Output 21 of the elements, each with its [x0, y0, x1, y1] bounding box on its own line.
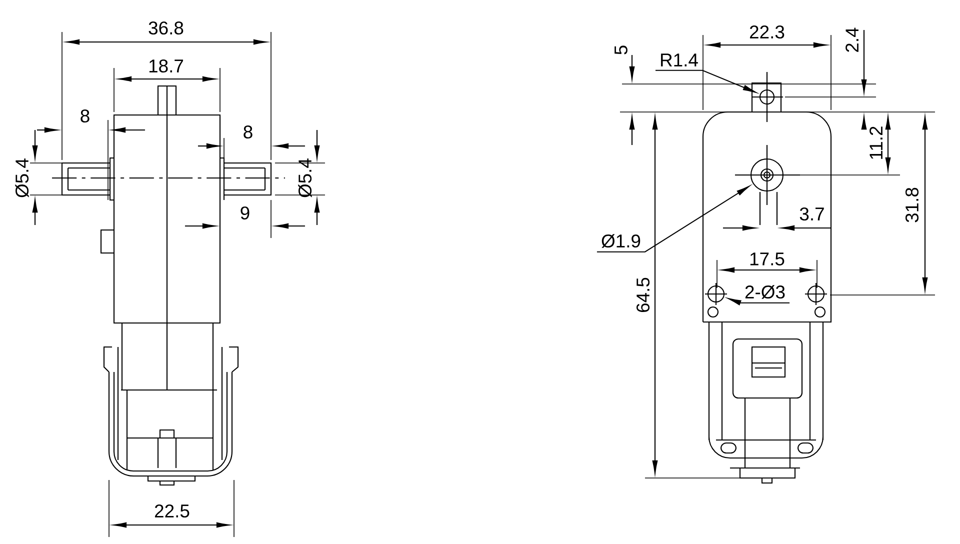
dimension-text: 5 [614, 46, 628, 54]
dimension-text: 3.7 [800, 207, 824, 221]
dimension-text: 36.8 [148, 21, 184, 35]
dimension-text: 9 [240, 206, 250, 220]
dimension-text: 8 [80, 109, 90, 123]
dimension-text: 31.8 [905, 188, 919, 222]
callout-label: 2-Ø3 [745, 285, 785, 299]
dimension-text: 2.4 [846, 28, 858, 52]
hole-circle [750, 158, 784, 192]
hole-circle [707, 285, 725, 303]
dimension-text: 22.3 [750, 25, 784, 39]
dimension-text: Ø5.4 [298, 158, 312, 198]
dimension-text: Ø5.4 [15, 158, 29, 198]
dimension-text: 64.5 [636, 278, 650, 312]
dimension-text: 17.5 [750, 252, 784, 266]
dimension-text: 18.7 [149, 59, 184, 73]
dimension-text: 11.2 [870, 126, 882, 159]
hole-circle [759, 89, 775, 105]
callout-label: R1.4 [661, 54, 698, 66]
dimension-text: 8 [244, 125, 252, 139]
dimension-text: 22.5 [155, 504, 190, 518]
